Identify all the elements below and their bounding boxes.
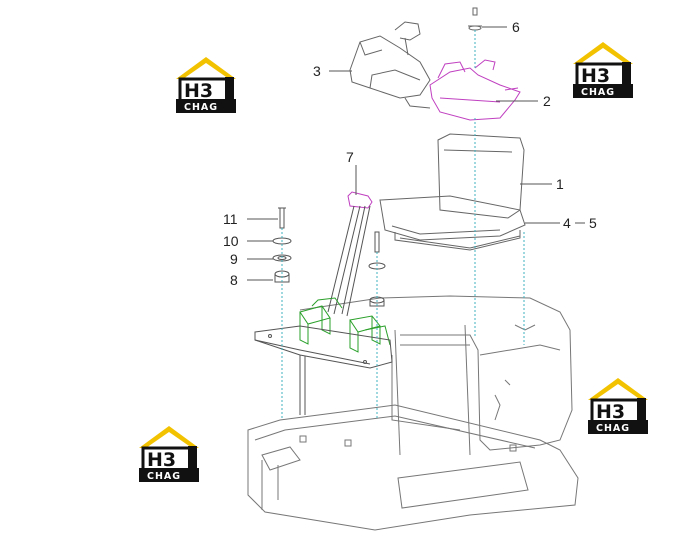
callout-2: 2 <box>543 93 551 109</box>
logo-text-bottom: CHAG <box>596 423 630 434</box>
watermark-logo-bottom-left: H3 CHAG <box>137 424 201 484</box>
callout-11: 11 <box>223 211 238 227</box>
chassis-base <box>247 404 579 531</box>
logo-text-top: H3 <box>184 80 213 102</box>
right-armrest <box>429 59 521 121</box>
rear-body-panel <box>299 295 573 456</box>
seat-assembly <box>379 133 526 251</box>
callout-8: 8 <box>230 272 238 288</box>
control-lever <box>327 191 373 317</box>
logo-text-bottom: CHAG <box>581 87 615 98</box>
callout-leaders <box>247 26 585 281</box>
logo-text-top: H3 <box>581 65 610 87</box>
watermark-logo-top-left: H3 CHAG <box>174 55 238 115</box>
callout-1: 1 <box>556 176 564 192</box>
alignment-guides <box>281 30 525 420</box>
watermark-logo-bottom-right: H3 CHAG <box>586 376 650 436</box>
callout-6: 6 <box>512 19 520 35</box>
screw-6 <box>468 7 482 31</box>
logo-text-top: H3 <box>147 449 176 471</box>
logo-text-bottom: CHAG <box>184 102 218 113</box>
left-armrest <box>349 21 431 109</box>
callout-10: 10 <box>223 233 239 249</box>
callout-7: 7 <box>346 149 354 165</box>
logo-text-top: H3 <box>596 401 625 423</box>
callout-3: 3 <box>313 63 321 79</box>
logo-text-bottom: CHAG <box>147 471 181 482</box>
mounting-plate <box>254 325 393 415</box>
callout-5: 5 <box>589 215 597 231</box>
watermark-logo-top-right: H3 CHAG <box>571 40 635 100</box>
callout-9: 9 <box>230 251 238 267</box>
callout-4: 4 <box>563 215 571 231</box>
